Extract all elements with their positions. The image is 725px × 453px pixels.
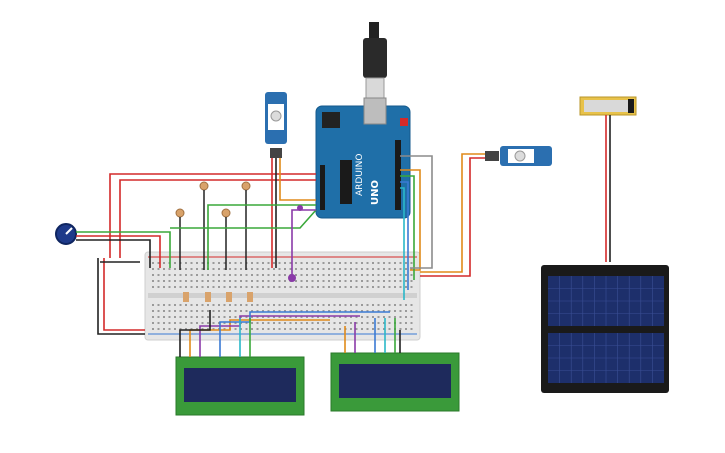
lcd-display-2[interactable]: [330, 352, 460, 412]
power-header: [320, 165, 325, 210]
photoresistor-4[interactable]: [221, 208, 231, 270]
lcd-screen-1: [184, 368, 296, 402]
solar-cell-grid: [548, 276, 664, 383]
servo-motor-1[interactable]: [265, 92, 287, 158]
power-jack: [322, 112, 340, 128]
arduino-logo-text: ARDUINO: [355, 154, 365, 196]
lcd-screen-2: [339, 364, 451, 398]
lcd-display-1[interactable]: [175, 356, 305, 416]
breadboard-holes: [152, 262, 413, 330]
uno-text: UNO: [370, 180, 381, 205]
digital-header: [395, 140, 401, 210]
photoresistor-3[interactable]: [175, 208, 185, 270]
solar-panel[interactable]: [541, 265, 669, 393]
photoresistor-1[interactable]: [199, 181, 209, 270]
servo-motor-2[interactable]: [485, 146, 552, 166]
breadboard[interactable]: [144, 251, 421, 341]
photoresistor-2[interactable]: [241, 181, 251, 270]
arduino-uno[interactable]: ARDUINO UNO: [315, 97, 411, 219]
voltage-sensor[interactable]: [579, 96, 637, 116]
atmega-chip: [340, 160, 352, 204]
reset-button: [400, 118, 408, 126]
usb-port: [363, 97, 387, 125]
wires: [76, 115, 611, 357]
potentiometer[interactable]: [55, 223, 77, 245]
usb-cable[interactable]: [363, 22, 387, 101]
resistors[interactable]: [183, 292, 253, 302]
